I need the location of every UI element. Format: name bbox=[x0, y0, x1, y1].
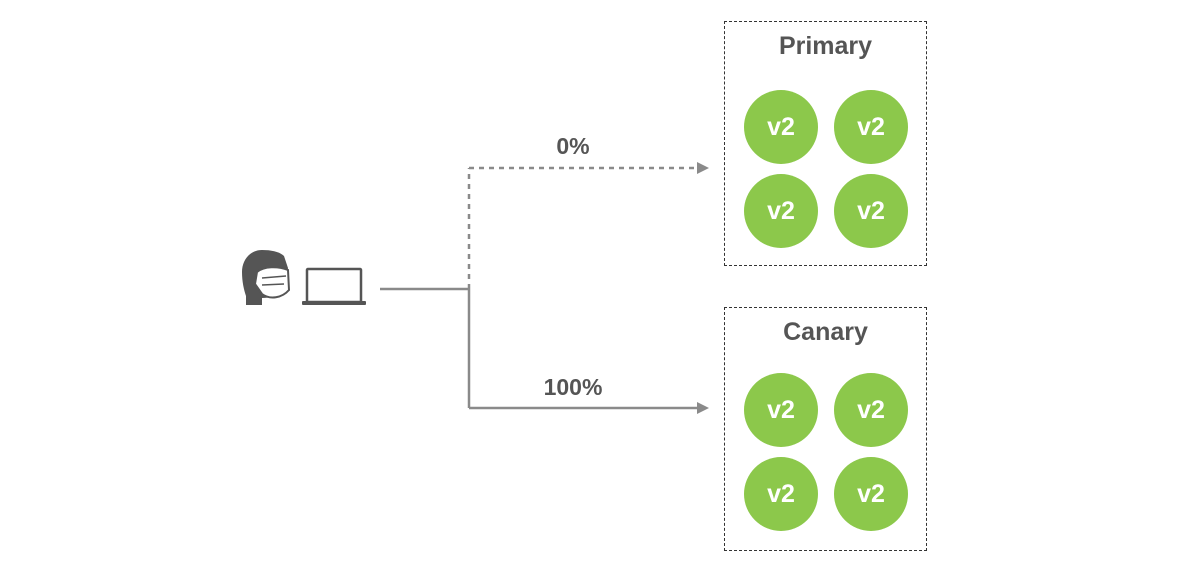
masked-person-icon bbox=[242, 250, 291, 305]
route-lines bbox=[380, 162, 709, 414]
laptop-icon bbox=[302, 267, 366, 305]
primary-pod: v2 bbox=[834, 174, 908, 248]
primary-pod: v2 bbox=[744, 90, 818, 164]
canary-pod: v2 bbox=[744, 457, 818, 531]
primary-group: Primary v2 v2 v2 v2 bbox=[724, 21, 927, 266]
primary-arrowhead bbox=[697, 162, 709, 174]
canary-arrowhead bbox=[697, 402, 709, 414]
canary-title: Canary bbox=[783, 318, 868, 346]
primary-traffic-percent: 0% bbox=[556, 133, 590, 159]
primary-pod: v2 bbox=[834, 90, 908, 164]
canary-group: Canary v2 v2 v2 v2 bbox=[724, 307, 927, 551]
canary-pod: v2 bbox=[834, 457, 908, 531]
primary-title: Primary bbox=[778, 32, 873, 60]
canary-pod: v2 bbox=[744, 373, 818, 447]
canary-pod: v2 bbox=[834, 373, 908, 447]
primary-pod: v2 bbox=[744, 174, 818, 248]
canary-traffic-percent: 100% bbox=[543, 374, 603, 400]
